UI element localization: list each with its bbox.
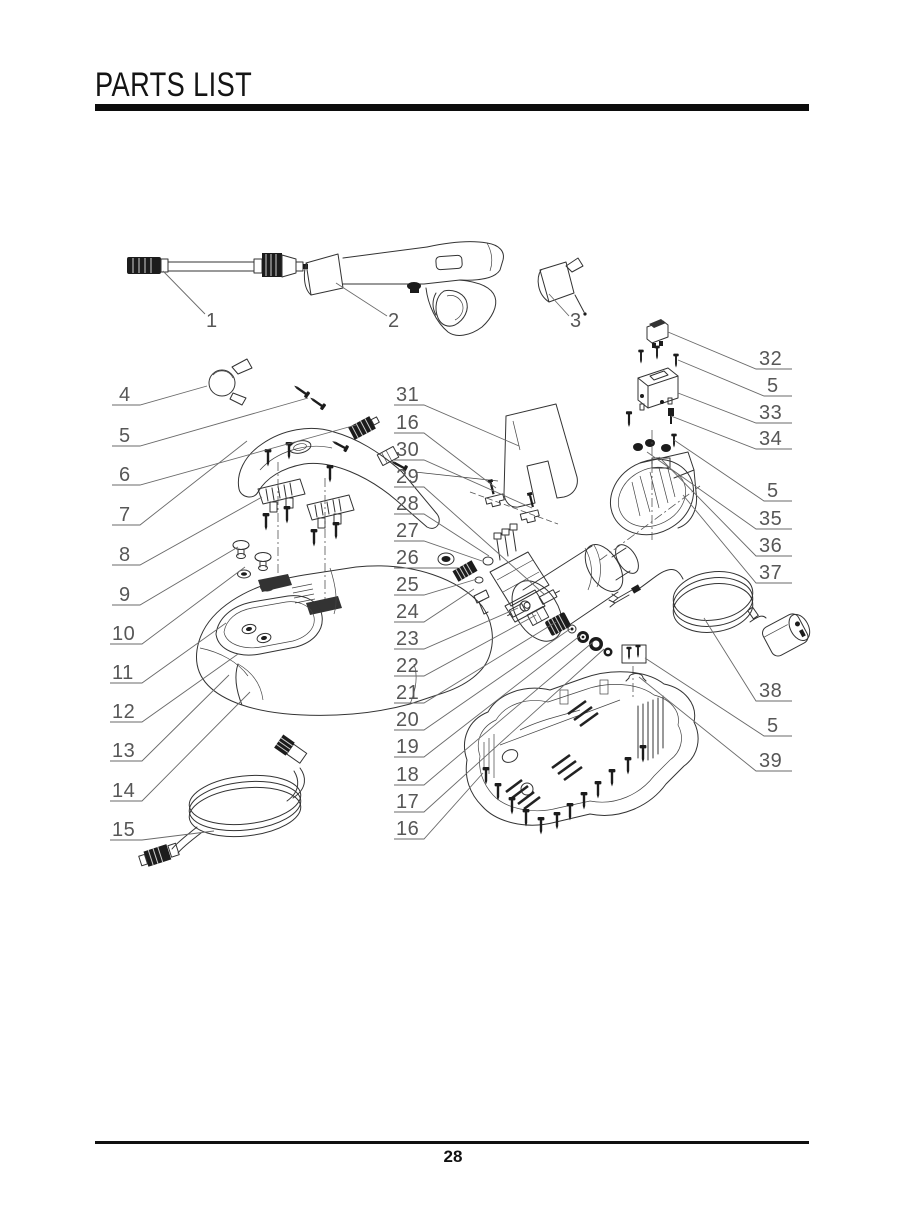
gun-drawing	[303, 241, 504, 336]
callout-31: 31	[396, 384, 419, 406]
callout-19: 19	[396, 736, 419, 758]
coupler-drawing	[330, 416, 499, 482]
callout-4: 4	[119, 384, 131, 406]
callout-7: 7	[119, 504, 131, 526]
callout-5c: 5	[767, 715, 779, 737]
hook-drawing	[208, 358, 253, 406]
motor-pump-drawing	[437, 523, 639, 657]
callout-36: 36	[759, 535, 782, 557]
callout-24: 24	[396, 601, 419, 623]
callout-21: 21	[396, 682, 419, 704]
callout-10: 10	[112, 623, 135, 645]
callout-13: 13	[112, 740, 135, 762]
callout-labels: 1 2 3 4 5 6 7 8 9 10 11 12 13 14 15 31 1…	[112, 310, 782, 841]
callout-17: 17	[396, 791, 419, 813]
callout-34: 34	[759, 428, 782, 450]
callout-38: 38	[759, 680, 782, 702]
callout-1: 1	[206, 310, 218, 332]
callout-5b: 5	[767, 480, 779, 502]
callout-23: 23	[396, 628, 419, 650]
lance-drawing	[127, 253, 308, 278]
callout-26: 26	[396, 547, 419, 569]
switch-drawing	[646, 319, 669, 348]
callout-28: 28	[396, 493, 419, 515]
callout-32: 32	[759, 348, 782, 370]
cord-drawing	[608, 569, 811, 657]
callout-39: 39	[759, 750, 782, 772]
callout-15: 15	[112, 819, 135, 841]
screws-left-drawing	[292, 382, 327, 411]
callout-5: 5	[119, 425, 131, 447]
callout-33: 33	[759, 402, 782, 424]
callout-3: 3	[570, 310, 582, 332]
clamp-39-drawing	[625, 673, 647, 682]
hose-drawing	[138, 734, 308, 867]
screwbox-drawing	[621, 644, 647, 700]
callout-27: 27	[396, 520, 419, 542]
page-number: 28	[443, 1147, 463, 1166]
callout-25: 25	[396, 574, 419, 596]
callout-8: 8	[119, 544, 131, 566]
callout-29: 29	[396, 466, 419, 488]
bolt-34-drawing	[668, 408, 674, 424]
callout-12: 12	[112, 701, 135, 723]
callout-2: 2	[388, 310, 400, 332]
basetray-drawing	[464, 671, 699, 835]
callout-16b: 16	[396, 818, 419, 840]
footer-rule	[95, 1141, 809, 1144]
callout-37: 37	[759, 562, 782, 584]
callout-18: 18	[396, 764, 419, 786]
callout-30: 30	[396, 439, 419, 461]
callout-16a: 16	[396, 412, 419, 434]
callout-11: 11	[112, 662, 134, 684]
callout-5a: 5	[767, 375, 779, 397]
callout-6: 6	[119, 464, 131, 486]
bracket-drawing	[503, 403, 578, 508]
rails-drawing	[257, 442, 355, 600]
callout-22: 22	[396, 655, 419, 677]
switchbox-drawing	[637, 345, 679, 424]
callout-9: 9	[119, 584, 131, 606]
callout-20: 20	[396, 709, 419, 731]
page-title: PARTS LIST	[95, 66, 253, 104]
callout-35: 35	[759, 508, 782, 530]
cover-drawing	[196, 565, 493, 716]
callout-14: 14	[112, 780, 135, 802]
leader-lines	[110, 270, 792, 841]
clamps-drawing	[469, 479, 559, 525]
title-rule	[95, 104, 809, 111]
nozzle-drawing	[537, 257, 587, 316]
endcap-drawing	[599, 411, 701, 561]
